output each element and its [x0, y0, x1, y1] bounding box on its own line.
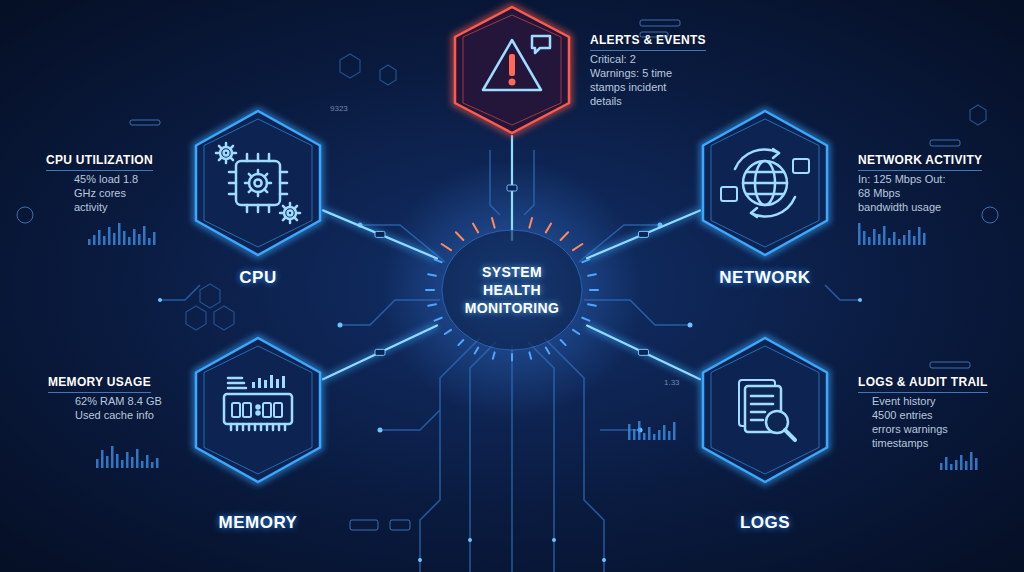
hexagon-outline: [193, 108, 323, 258]
data-packet: [639, 231, 649, 237]
node-label: NETWORK: [700, 268, 830, 288]
connector: [587, 210, 700, 258]
hexagon-node: ALERTS & EVENTSCritical: 2 Warnings: 5 t…: [452, 4, 572, 136]
hexagon-node: MEMORY USAGE62% RAM 8.4 GB Used cache in…: [193, 335, 323, 485]
data-packet: [375, 349, 385, 355]
node-label: MEMORY: [193, 513, 323, 533]
metric-text: Event history 4500 entries errors warnin…: [872, 394, 962, 450]
connector: [323, 325, 437, 379]
section-heading: LOGS & AUDIT TRAIL: [858, 375, 988, 393]
connector-line: [323, 210, 437, 258]
connector-glow: [323, 210, 437, 258]
connector-glow: [587, 326, 700, 380]
metric-text: 45% load 1.8 GHz cores activity: [74, 172, 162, 214]
hexagon-node: CPU UTILIZATION45% load 1.8 GHz cores ac…: [193, 108, 323, 258]
connector-line: [323, 325, 437, 379]
connector: [507, 136, 517, 240]
metric-text: In: 125 Mbps Out: 68 Mbps bandwidth usag…: [858, 172, 950, 214]
metric-text: Critical: 2 Warnings: 5 time stamps inci…: [590, 52, 678, 108]
section-heading: CPU UTILIZATION: [46, 153, 153, 171]
connector-line: [587, 210, 700, 258]
connector-line: [587, 326, 700, 380]
section-heading: MEMORY USAGE: [48, 375, 151, 393]
data-packet: [639, 349, 649, 355]
data-packet: [507, 185, 517, 191]
hub-node: SYSTEM HEALTH MONITORING: [437, 240, 587, 340]
connector: [323, 210, 437, 258]
hexagon-outline: [193, 335, 323, 485]
connector: [587, 326, 700, 380]
hub-title: SYSTEM HEALTH MONITORING: [456, 263, 568, 317]
hexagon-node: NETWORK ACTIVITYIn: 125 Mbps Out: 68 Mbp…: [700, 108, 830, 258]
data-packet: [375, 231, 385, 237]
hexagon-outline: [700, 108, 830, 258]
hexagon-outline: [452, 4, 572, 136]
hexagon-outline: [700, 335, 830, 485]
node-label: CPU: [193, 268, 323, 288]
connector-glow: [587, 210, 700, 258]
decor-number: 1.33: [664, 378, 680, 387]
metric-text: 62% RAM 8.4 GB Used cache info: [75, 394, 163, 422]
section-heading: ALERTS & EVENTS: [590, 33, 706, 51]
hexagon-node: LOGS & AUDIT TRAILEvent history 4500 ent…: [700, 335, 830, 485]
section-heading: NETWORK ACTIVITY: [858, 153, 982, 171]
connector-glow: [323, 325, 437, 379]
decor-number: 9323: [330, 104, 348, 113]
node-label: LOGS: [700, 513, 830, 533]
